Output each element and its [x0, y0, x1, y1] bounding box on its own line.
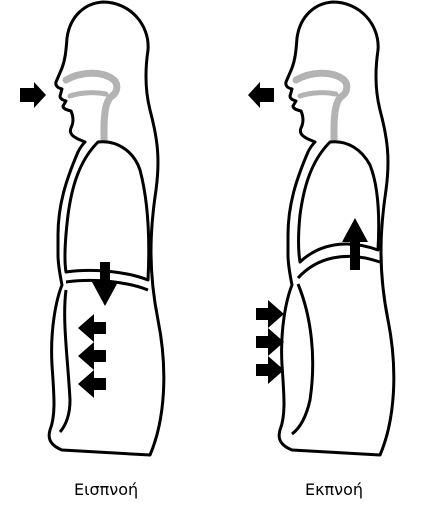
arrow-left-icon [78, 370, 106, 398]
inhale-mouth-cavity [70, 93, 106, 96]
exhale-caption: Εκπνοή [305, 480, 363, 499]
exhale-mouth-cavity [300, 93, 336, 96]
exhale-abdomen-line [292, 284, 313, 434]
exhale-diaphragm [298, 256, 380, 278]
arrow-left-icon [248, 82, 274, 108]
inhale-panel [20, 2, 164, 455]
arrow-right-icon [20, 82, 46, 108]
exhale-lung [299, 142, 379, 262]
arrow-right-icon [256, 328, 284, 356]
arrow-right-icon [256, 356, 284, 384]
inhale-abdomen-line [60, 290, 70, 432]
inhale-lung [65, 142, 149, 280]
exhale-panel [248, 2, 394, 455]
arrow-left-icon [78, 314, 106, 342]
inhale-caption: Εισπνοή [74, 480, 138, 499]
arrow-left-icon [78, 342, 106, 370]
arrow-right-icon [256, 300, 284, 328]
